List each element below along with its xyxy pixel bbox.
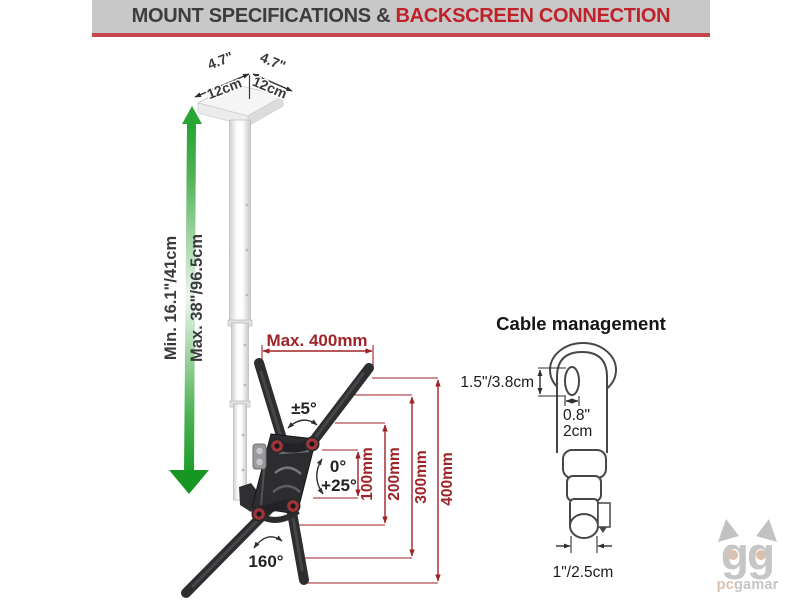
- vesa-dimensions: 100mm 200mm 300mm 400mm: [355, 379, 456, 582]
- pole: [227, 119, 253, 501]
- tilt-slot: [272, 484, 301, 493]
- pole-rivet: [245, 293, 249, 297]
- logo-ear-right: [756, 519, 777, 542]
- arm-slot: [259, 370, 285, 445]
- logo-eye-pupil: [758, 552, 764, 558]
- clamp-tip: [599, 527, 607, 533]
- title-accent: BACKSCREEN CONNECTION: [395, 5, 671, 27]
- knob-screw: [256, 447, 263, 455]
- arrow-up-head: [182, 106, 202, 124]
- arm-slot: [310, 372, 365, 444]
- knob-screw: [256, 458, 263, 466]
- cable-slot: [564, 366, 580, 396]
- arrow-shaft: [184, 122, 196, 472]
- tilt-knob: [252, 443, 267, 470]
- cable-dimensions: 1.5"/3.8cm 0.8" 2cm 1"/2.5cm: [460, 367, 614, 581]
- tilt-range-label: ±5°: [291, 399, 317, 418]
- pole-rivet: [243, 383, 247, 387]
- pole-rivet: [241, 468, 245, 472]
- watermark-logo: gg pc gamar: [717, 519, 779, 593]
- pole-rivet: [243, 343, 247, 347]
- tilt-to-label: +25°: [321, 476, 357, 495]
- pole-tube-2: [231, 322, 249, 405]
- cable-clamp: [597, 502, 611, 528]
- mount-head: [181, 358, 374, 598]
- arrow-down-head: [169, 470, 209, 494]
- pole-rivet: [245, 203, 249, 207]
- height-range-arrow: [169, 106, 209, 494]
- pivot: [251, 436, 320, 522]
- pole-tube-1: [229, 119, 251, 324]
- cable-management: Cable management 1.5"/3.8cm 0.8" 2cm: [460, 313, 665, 581]
- cable-seg3: [566, 475, 602, 502]
- max-width-label: Max. 400mm: [266, 331, 367, 350]
- logo-name-prefix: pc: [717, 577, 734, 593]
- pole-rivet: [241, 433, 245, 437]
- logo-ear-left: [718, 519, 739, 542]
- logo-name-suffix: gamar: [734, 577, 779, 593]
- vesa-200: 200mm: [386, 447, 403, 500]
- plate-depth-in: 4.7": [258, 49, 288, 74]
- arm-slot: [191, 514, 264, 588]
- vesa-100: 100mm: [359, 447, 376, 500]
- page-title: MOUNT SPECIFICATIONS & BACKSCREEN CONNEC…: [92, 0, 710, 37]
- swivel-label: 160°: [248, 552, 283, 571]
- tilt-from-label: 0°: [330, 457, 346, 476]
- vesa-300: 300mm: [413, 450, 430, 503]
- angle-annotations: ±5° 0° +25° 160°: [248, 399, 357, 571]
- vesa-extension-lines: [297, 377, 438, 584]
- plate-width-in: 4.7": [205, 48, 235, 72]
- pole-rivet: [245, 248, 249, 252]
- slot-height-label: 1.5"/3.8cm: [460, 374, 534, 391]
- max-width-dimension: Max. 400mm: [261, 331, 374, 369]
- cable-title: Cable management: [496, 313, 666, 334]
- height-min-label: Min. 16.1"/41cm: [162, 236, 180, 360]
- slot-width-in-label: 0.8": [563, 407, 590, 424]
- tilt-slot: [274, 466, 302, 475]
- cable-collar: [562, 449, 607, 479]
- logo-eye-pupil: [730, 552, 736, 558]
- plate-dimensions: 4.7" 12cm 4.7" 12cm: [194, 47, 293, 104]
- height-max-label: Max. 38"/96.5cm: [188, 234, 206, 362]
- vesa-400: 400mm: [439, 452, 456, 505]
- title-main: MOUNT SPECIFICATIONS &: [131, 5, 396, 27]
- tube-diameter-label: 1"/2.5cm: [553, 564, 614, 581]
- cable-outlet: [569, 513, 599, 539]
- slot-width-cm-label: 2cm: [563, 423, 592, 440]
- arm-slot: [291, 515, 304, 572]
